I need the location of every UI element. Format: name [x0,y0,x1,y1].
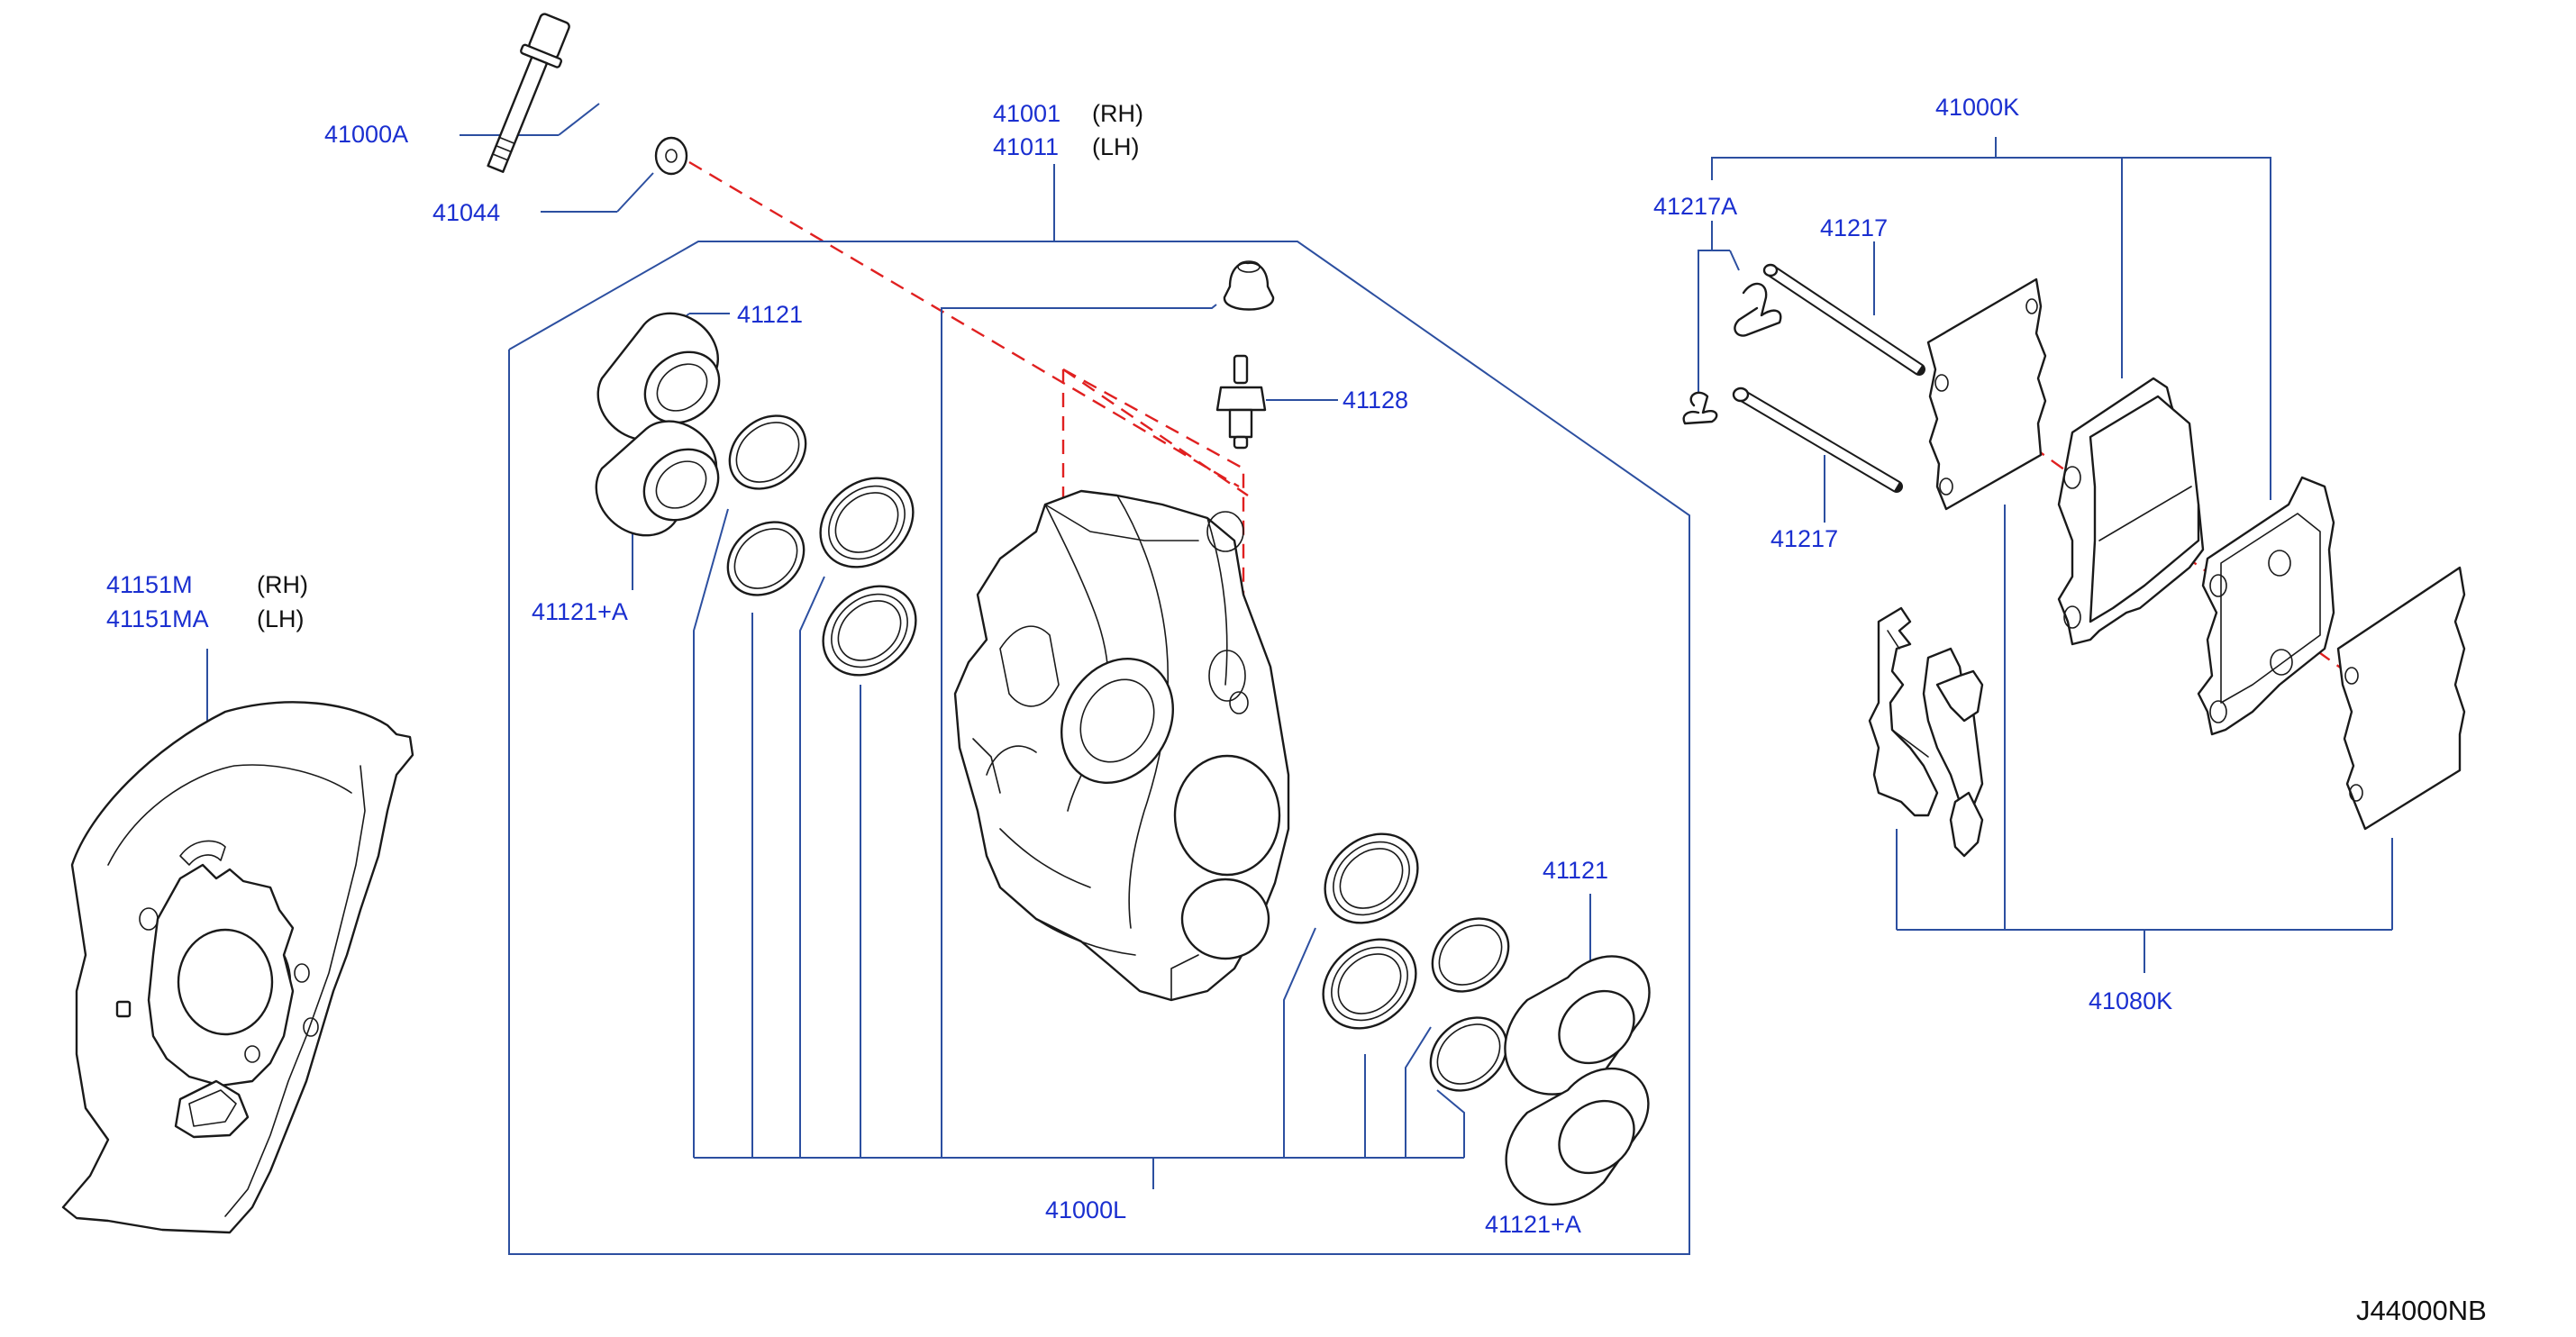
caliper-bolt [487,13,570,173]
pad-clip-spring [1682,282,1782,425]
callout-41128: 41128 [1343,387,1408,414]
seal-ring-upper-1 [728,414,807,490]
labels: 41000A 41044 41001 (RH) 41011 (LH) 41121… [106,94,2487,1326]
callout-41217A: 41217A [1653,193,1737,220]
callout-41000L: 41000L [1045,1196,1126,1223]
callout-41151MA: 41151MA [106,605,209,632]
piston-upper-a [596,312,721,441]
bleeder-cap [1223,260,1275,311]
seal-ring-lower-1 [1431,917,1510,993]
anti-rattle-springs [1868,606,1984,858]
piston-upper-b [595,420,720,537]
callout-41121-lower: 41121 [1543,857,1608,884]
brake-dust-shield [61,701,414,1234]
callout-41217-upper: 41217 [1820,214,1888,241]
callout-41121-upper: 41121 [737,301,803,328]
callout-41000A: 41000A [324,121,408,148]
callout-41044: 41044 [432,199,500,226]
pad-pin-lower [1732,387,1903,493]
diagram-code: J44000NB [2356,1295,2487,1326]
callout-41011-side: (LH) [1092,133,1140,160]
seal-ring-upper-2 [726,521,806,596]
dust-boot-upper-1 [819,477,915,568]
callout-41001: 41001 [993,100,1060,127]
dust-boot-lower-1 [1324,832,1419,924]
callout-41080K: 41080K [2089,987,2172,1014]
washer [654,136,688,176]
callout-41121A-lower: 41121+A [1485,1211,1581,1238]
dust-boot-upper-2 [822,585,917,677]
dust-boot-lower-2 [1322,938,1417,1030]
pad-shim-inner [1926,277,2047,511]
brake-pad-outer [2197,476,2335,736]
callout-41151M: 41151M [106,571,193,598]
callout-41001-side: (RH) [1092,100,1143,127]
piston-lower-b [1505,1067,1650,1206]
brake-pad-inner [2057,377,2205,646]
callout-41151MA-side: (LH) [257,605,305,632]
callout-41121A-upper: 41121+A [532,598,628,625]
caliper-body [953,489,1290,1002]
seal-ring-lower-2 [1429,1016,1508,1092]
pad-pin-upper [1762,263,1925,376]
leader-lines [206,103,2393,1255]
bleeder-screw [1215,354,1267,450]
callout-41000K: 41000K [1935,94,2019,121]
pad-shim-outer [2336,566,2466,831]
callout-41151M-side: (RH) [257,571,308,598]
callout-41011: 41011 [993,133,1059,160]
callout-41217-lower: 41217 [1770,525,1838,552]
